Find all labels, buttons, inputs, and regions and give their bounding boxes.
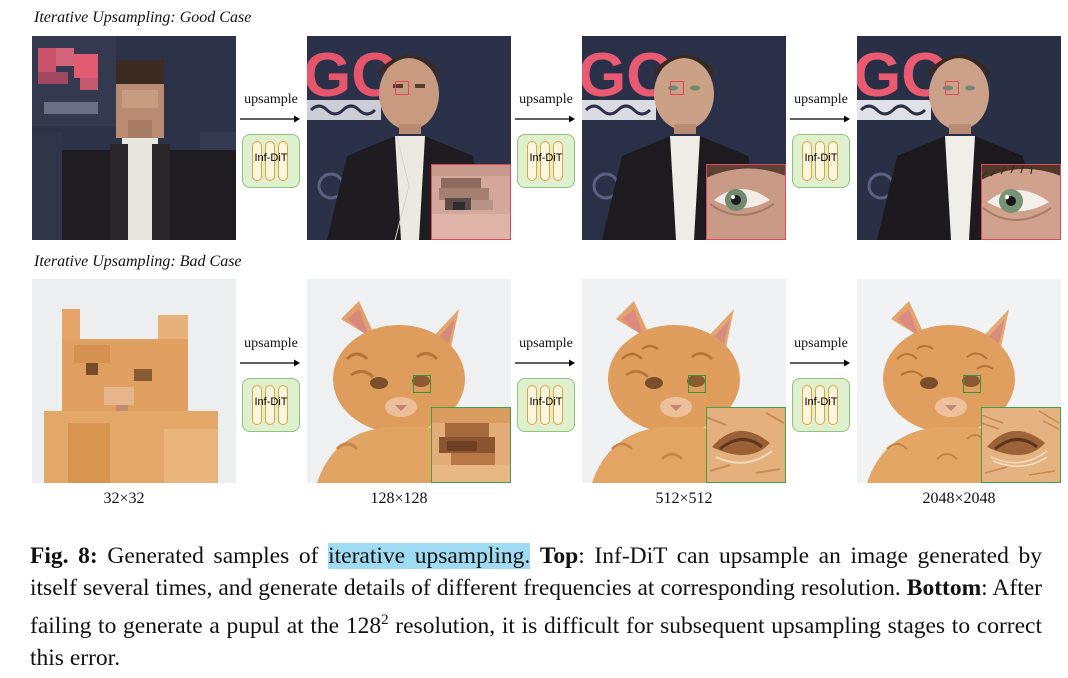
cat-32-image [32,279,236,483]
zoom-inset-eye-512 [706,164,786,240]
upsample-label: upsample [244,92,298,107]
resolution-label-2048: 2048×2048 [922,490,996,507]
right-arrow-icon [790,115,850,123]
bottom-label: Bottom [906,575,982,601]
inf-dit-model-icon: Inf-DiT [242,378,300,432]
zoom-region-box [688,375,706,393]
figure-number: Fig. 8: [30,543,98,569]
resolution-label-128: 128×128 [370,490,428,507]
cat-512-image [582,279,786,483]
model-label: Inf-DiT [804,152,838,164]
bottom-row-title: Iterative Upsampling: Bad Case [34,253,242,270]
inf-dit-model-icon: Inf-DiT [792,134,850,188]
upsample-label: upsample [519,336,573,351]
model-label: Inf-DiT [804,396,838,408]
inf-dit-model-icon: Inf-DiT [792,378,850,432]
right-arrow-icon [515,115,575,123]
zoom-inset-eye-2048 [981,164,1061,240]
upsample-label: upsample [244,336,298,351]
right-arrow-icon [240,359,300,367]
portrait-512-image: GO [582,36,786,240]
zoom-inset-eye-512-cat [706,407,786,483]
zoom-region-box [945,81,959,95]
inf-dit-model-icon: Inf-DiT [242,134,300,188]
highlighted-text[interactable]: iterative upsampling. [328,543,531,569]
zoom-region-box [395,81,409,95]
superscript-2: 2 [381,612,389,628]
caption-text-1: Generated samples of [97,543,329,569]
zoom-region-box [413,375,431,393]
caption-text-2: : Inf-DiT can upsample an image generate… [30,543,1042,601]
model-label: Inf-DiT [254,152,288,164]
right-arrow-icon [240,115,300,123]
zoom-inset-eye-2048-cat [981,407,1061,483]
upsample-label: upsample [794,92,848,107]
zoom-region-box [963,375,981,393]
figure-caption: Fig. 8: Generated samples of iterative u… [30,540,1042,674]
top-row-title: Iterative Upsampling: Good Case [34,9,252,26]
portrait-128-image: GO [307,36,511,240]
right-arrow-icon [515,359,575,367]
cat-128-image [307,279,511,483]
cat-2048-image [857,279,1061,483]
portrait-2048-image: GO [857,36,1061,240]
zoom-region-box [670,81,684,95]
inf-dit-model-icon: Inf-DiT [517,378,575,432]
portrait-32-image [32,36,236,240]
resolution-label-32: 32×32 [103,490,145,507]
zoom-inset-eye-128 [431,164,511,240]
caption-text-4: resolution, it is difficult for subseque… [30,612,1043,671]
model-label: Inf-DiT [529,152,563,164]
upsample-label: upsample [794,336,848,351]
zoom-inset-eye-128-cat [431,407,511,483]
upsample-label: upsample [519,92,573,107]
model-label: Inf-DiT [529,396,563,408]
caption-text-3: : After failing to generate a pupul at t… [30,575,1042,639]
resolution-label-512: 512×512 [655,490,713,507]
inf-dit-model-icon: Inf-DiT [517,134,575,188]
model-label: Inf-DiT [254,396,288,408]
top-label: Top [539,543,579,569]
right-arrow-icon [790,359,850,367]
